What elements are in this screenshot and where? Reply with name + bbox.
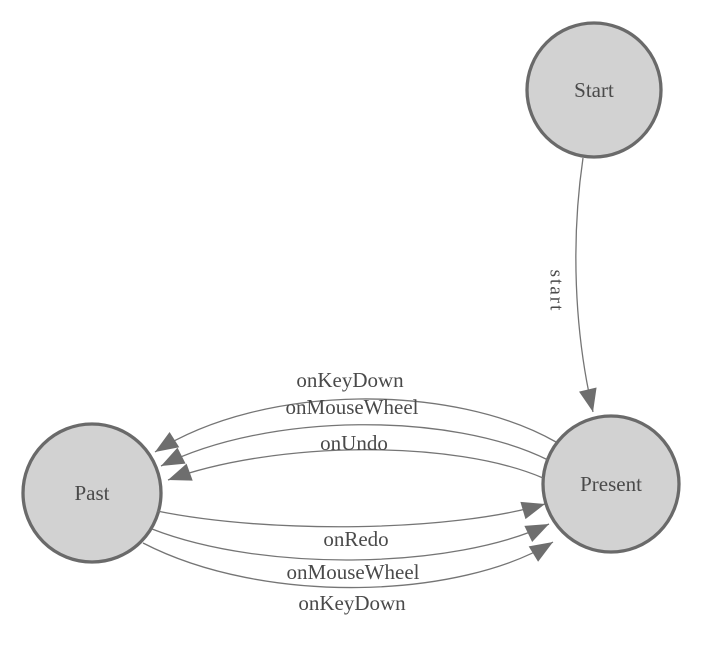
edge-label-onundo: onUndo — [320, 431, 388, 455]
state-node-past: Past — [21, 422, 163, 564]
edge-past-to-present-onredo — [156, 501, 546, 528]
state-label-present: Present — [580, 472, 642, 496]
edge-present-to-past-onmousewheel — [160, 424, 549, 467]
edge-label-start: start — [546, 270, 567, 313]
edge-present-to-past-onkeydown — [154, 398, 557, 453]
state-node-present: Present — [541, 414, 681, 554]
edge-label-onmousewheel-top: onMouseWheel — [286, 395, 419, 419]
state-circle-start — [525, 21, 663, 159]
edge-start-to-present — [575, 157, 597, 413]
edge-past-to-present-onkeydown — [142, 541, 554, 589]
state-circle-past — [21, 422, 163, 564]
edge-label-onkeydown-bottom: onKeyDown — [298, 591, 406, 615]
edge-label-onmousewheel-bottom: onMouseWheel — [287, 560, 420, 584]
edge-label-onkeydown-top: onKeyDown — [296, 368, 404, 392]
state-circle-present — [541, 414, 681, 554]
edge-past-to-present-onmousewheel — [151, 523, 550, 561]
edge-present-to-past-onundo — [167, 449, 544, 481]
state-node-start: Start — [525, 21, 663, 159]
state-label-past: Past — [74, 481, 109, 505]
edge-label-onredo: onRedo — [323, 527, 388, 551]
state-label-start: Start — [574, 78, 614, 102]
